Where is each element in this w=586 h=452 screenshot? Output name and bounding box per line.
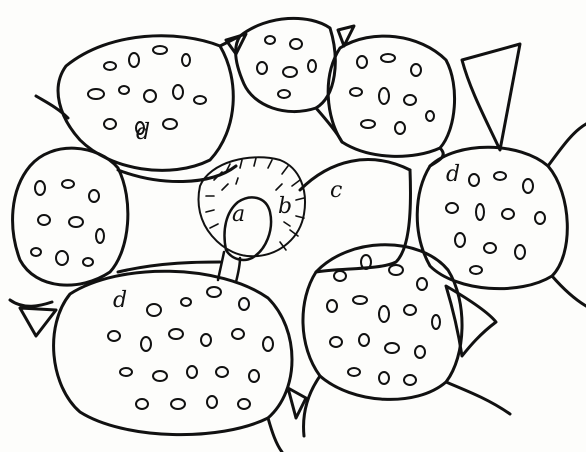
label-d-top-left: d xyxy=(136,122,150,144)
wall-line xyxy=(10,300,52,306)
wall-line xyxy=(548,124,586,166)
wall-line xyxy=(304,376,320,436)
wall-line xyxy=(300,160,410,190)
label-a: a xyxy=(232,204,245,226)
stalk xyxy=(218,252,224,280)
intercellular-space xyxy=(462,44,520,150)
intercellular-space xyxy=(446,286,496,356)
cell-left xyxy=(13,148,128,285)
label-b: b xyxy=(278,196,292,218)
label-c: c xyxy=(330,180,342,202)
cell-bottom-left xyxy=(54,271,292,434)
wall-line xyxy=(268,418,282,452)
wall-line xyxy=(36,96,68,118)
label-d-right: d xyxy=(446,164,460,186)
wall-line xyxy=(446,382,510,414)
stalk xyxy=(236,258,240,282)
intercellular-space xyxy=(20,308,56,336)
wall-line xyxy=(552,276,586,306)
label-d-bottom-left: d xyxy=(113,290,127,312)
